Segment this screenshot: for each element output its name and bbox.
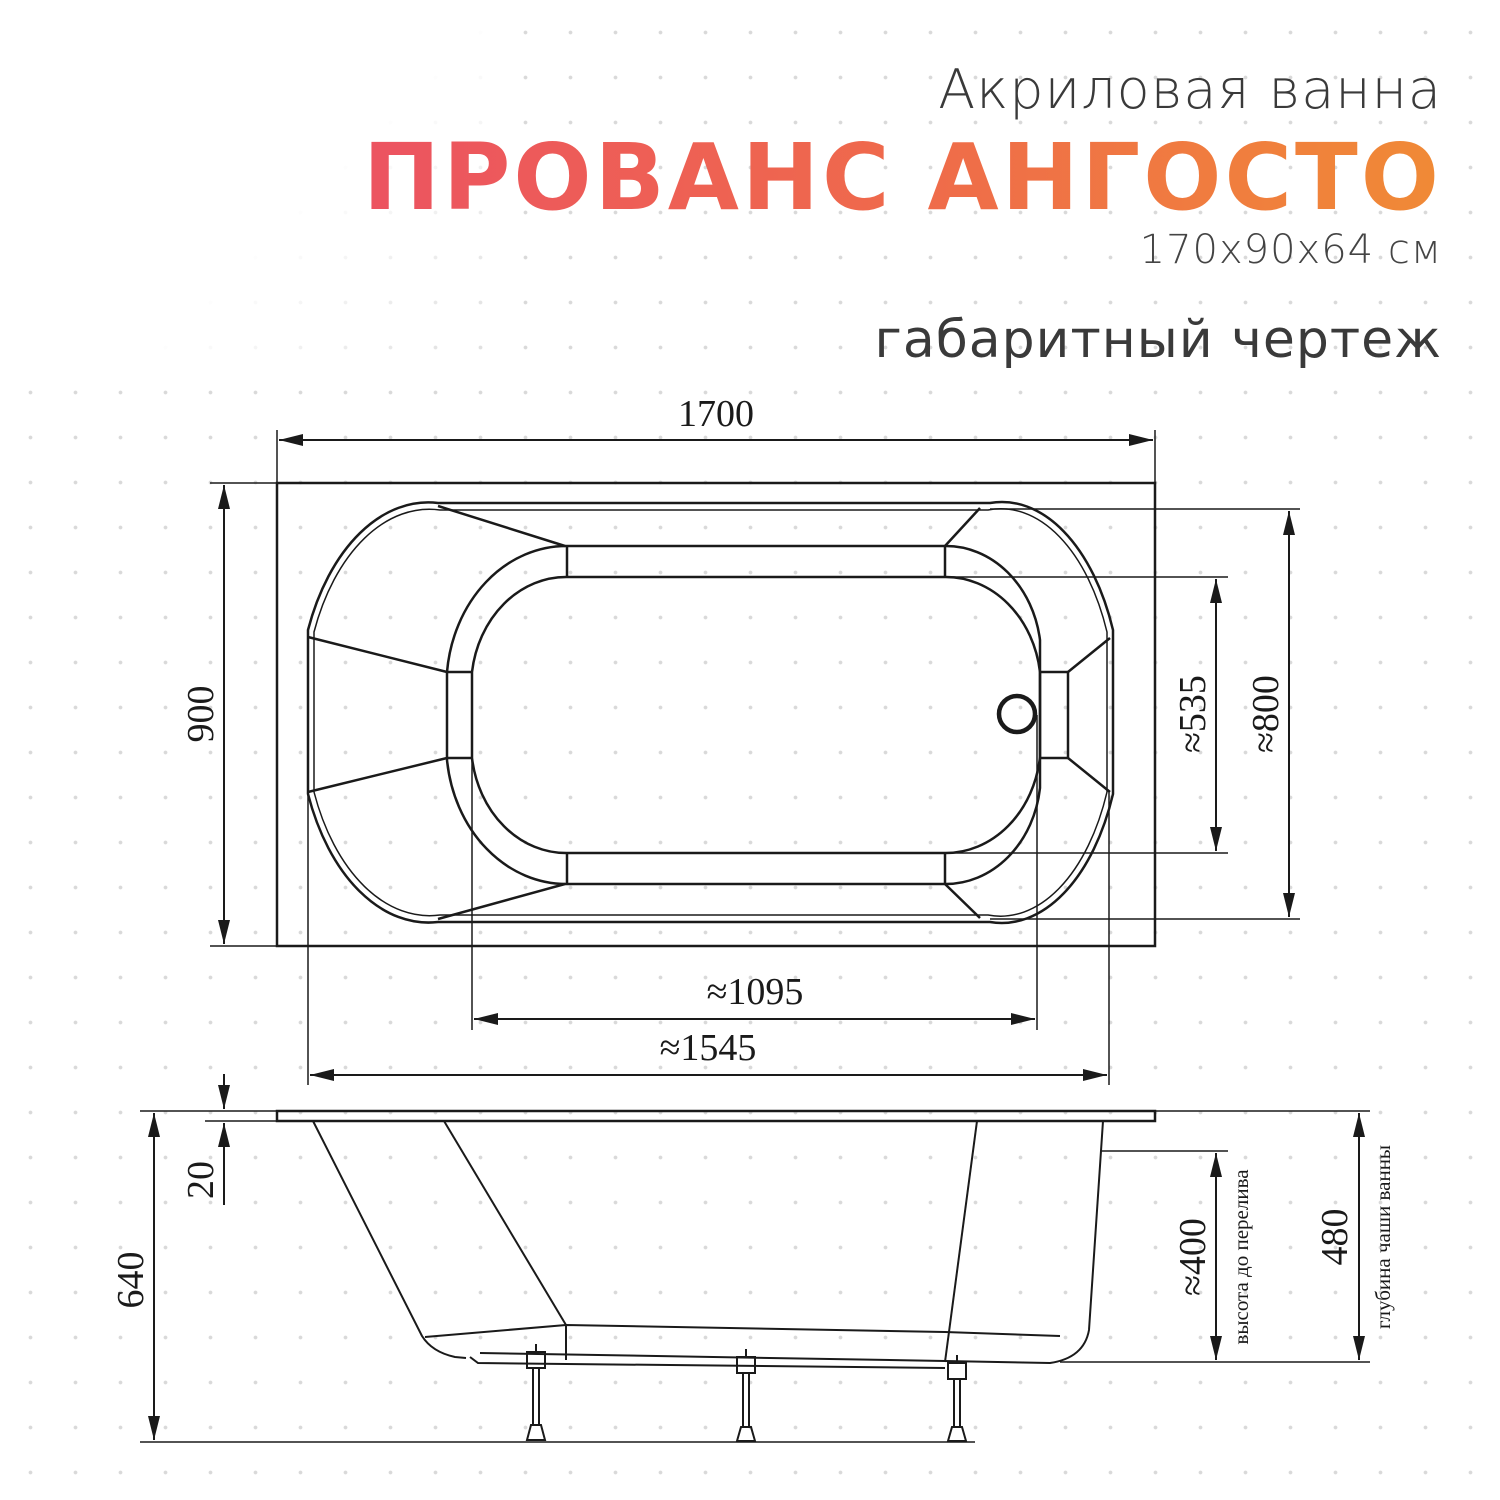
- product-header: Акриловая ванна ПРОВАНС АНГОСТО 170x90x6…: [363, 58, 1442, 370]
- bowl-depth-note: глубина чаши ванны: [1371, 1145, 1395, 1329]
- overflow-height-note: высота до перелива: [1229, 1169, 1253, 1345]
- bowl-width-label: ≈800: [1245, 675, 1287, 753]
- side-view-labels: 20 640 ≈400 высота до перелива 480 глуби…: [110, 1145, 1395, 1345]
- rim-outer: [306, 500, 1115, 925]
- drain-hole-icon: [996, 693, 1038, 735]
- total-height-label: 640: [110, 1252, 152, 1309]
- top-view-labels: 1700 900 ≈535 ≈800 ≈1095 ≈1545: [180, 393, 1287, 1069]
- bowl-slope: [445, 544, 1042, 886]
- top-view: [275, 481, 1157, 948]
- product-title: ПРОВАНС АНГОСТО: [362, 124, 1442, 231]
- bowl-bottom: [470, 575, 1042, 855]
- length-label: 1700: [678, 393, 754, 435]
- rim-thickness-label: 20: [180, 1161, 222, 1199]
- overflow-height-label: ≈400: [1172, 1218, 1214, 1296]
- bowl-depth-label: 480: [1314, 1209, 1356, 1266]
- bowl-length-label: ≈1545: [660, 1027, 757, 1069]
- side-view: [275, 1109, 1157, 1442]
- background-fade: [0, 0, 520, 380]
- inner-width-label: ≈535: [1172, 675, 1214, 753]
- bottom-length-label: ≈1095: [707, 971, 804, 1013]
- leg-right: [946, 1355, 968, 1442]
- product-dimensions: 170x90x64 см: [1139, 227, 1442, 273]
- side-view-dimensions: [140, 1074, 1370, 1443]
- rim-inner: [313, 508, 1108, 917]
- top-view-dimensions: [210, 430, 1300, 1085]
- leg-middle: [735, 1349, 757, 1442]
- leg-left: [525, 1344, 547, 1441]
- tub-outline: [275, 481, 1157, 948]
- product-type: Акриловая ванна: [938, 58, 1442, 121]
- rim-profile: [275, 1109, 1157, 1123]
- width-label: 900: [180, 686, 222, 743]
- drawing-type-label: габаритный чертеж: [874, 310, 1442, 370]
